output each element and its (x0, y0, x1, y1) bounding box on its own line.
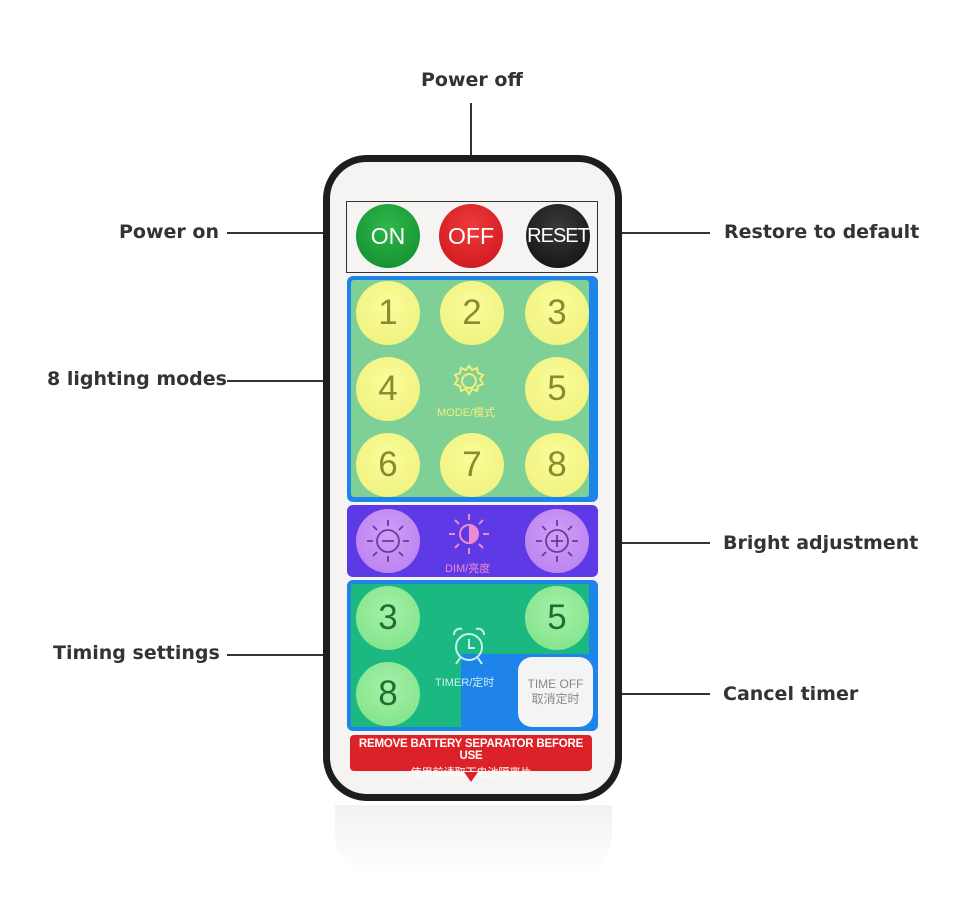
timer-button-3[interactable]: 3 (356, 586, 420, 650)
mode-label: MODE/模式 (437, 407, 496, 419)
mode-button-6[interactable]: 6 (356, 433, 420, 497)
battery-warning-en: REMOVE BATTERY SEPARATOR BEFORE USE (358, 738, 584, 762)
brightness-icon (449, 514, 489, 554)
arrow-down-icon (464, 772, 478, 782)
mode-button-3[interactable]: 3 (525, 281, 589, 345)
reset-button[interactable]: RESET (526, 204, 590, 268)
time-off-label-en: TIME OFF (527, 677, 584, 691)
mode-button-4[interactable]: 4 (356, 357, 420, 421)
gear-icon (453, 364, 485, 396)
dim-minus-button[interactable] (356, 509, 420, 573)
battery-warning: REMOVE BATTERY SEPARATOR BEFORE USE 使用前请… (350, 735, 592, 779)
mode-button-2[interactable]: 2 (440, 281, 504, 345)
callout-line-cancel-timer (585, 693, 710, 695)
timer-button-8[interactable]: 8 (356, 662, 420, 726)
mode-button-8[interactable]: 8 (525, 433, 589, 497)
alarm-clock-icon (453, 627, 485, 665)
dim-plus-button[interactable] (525, 509, 589, 573)
callout-bright-adjustment: Bright adjustment (723, 532, 919, 554)
callout-line-bright (588, 542, 710, 544)
callout-power-off: Power off (421, 69, 523, 91)
power-button-frame (346, 201, 598, 273)
time-off-button[interactable]: TIME OFF 取消定时 (518, 657, 593, 727)
callout-lighting-modes: 8 lighting modes (47, 368, 227, 390)
off-button[interactable]: OFF (439, 204, 503, 268)
dim-label: DIM/亮度 (445, 563, 491, 575)
callout-line-power-on (227, 232, 357, 234)
timer-label: TIMER/定时 (435, 677, 495, 689)
mode-button-5[interactable]: 5 (525, 357, 589, 421)
callout-line-timing (227, 654, 357, 656)
brightness-down-icon (367, 520, 409, 562)
callout-line-restore (588, 232, 710, 234)
mode-button-7[interactable]: 7 (440, 433, 504, 497)
callout-timing-settings: Timing settings (53, 642, 220, 664)
time-off-label-zh: 取消定时 (531, 692, 580, 706)
mode-button-1[interactable]: 1 (356, 281, 420, 345)
callout-line-lighting-modes (227, 380, 357, 382)
remote-reflection (335, 805, 612, 875)
on-button[interactable]: ON (356, 204, 420, 268)
brightness-up-icon (536, 520, 578, 562)
callout-power-on: Power on (119, 221, 219, 243)
timer-button-5[interactable]: 5 (525, 586, 589, 650)
callout-restore-default: Restore to default (724, 221, 920, 243)
callout-cancel-timer: Cancel timer (723, 683, 859, 705)
